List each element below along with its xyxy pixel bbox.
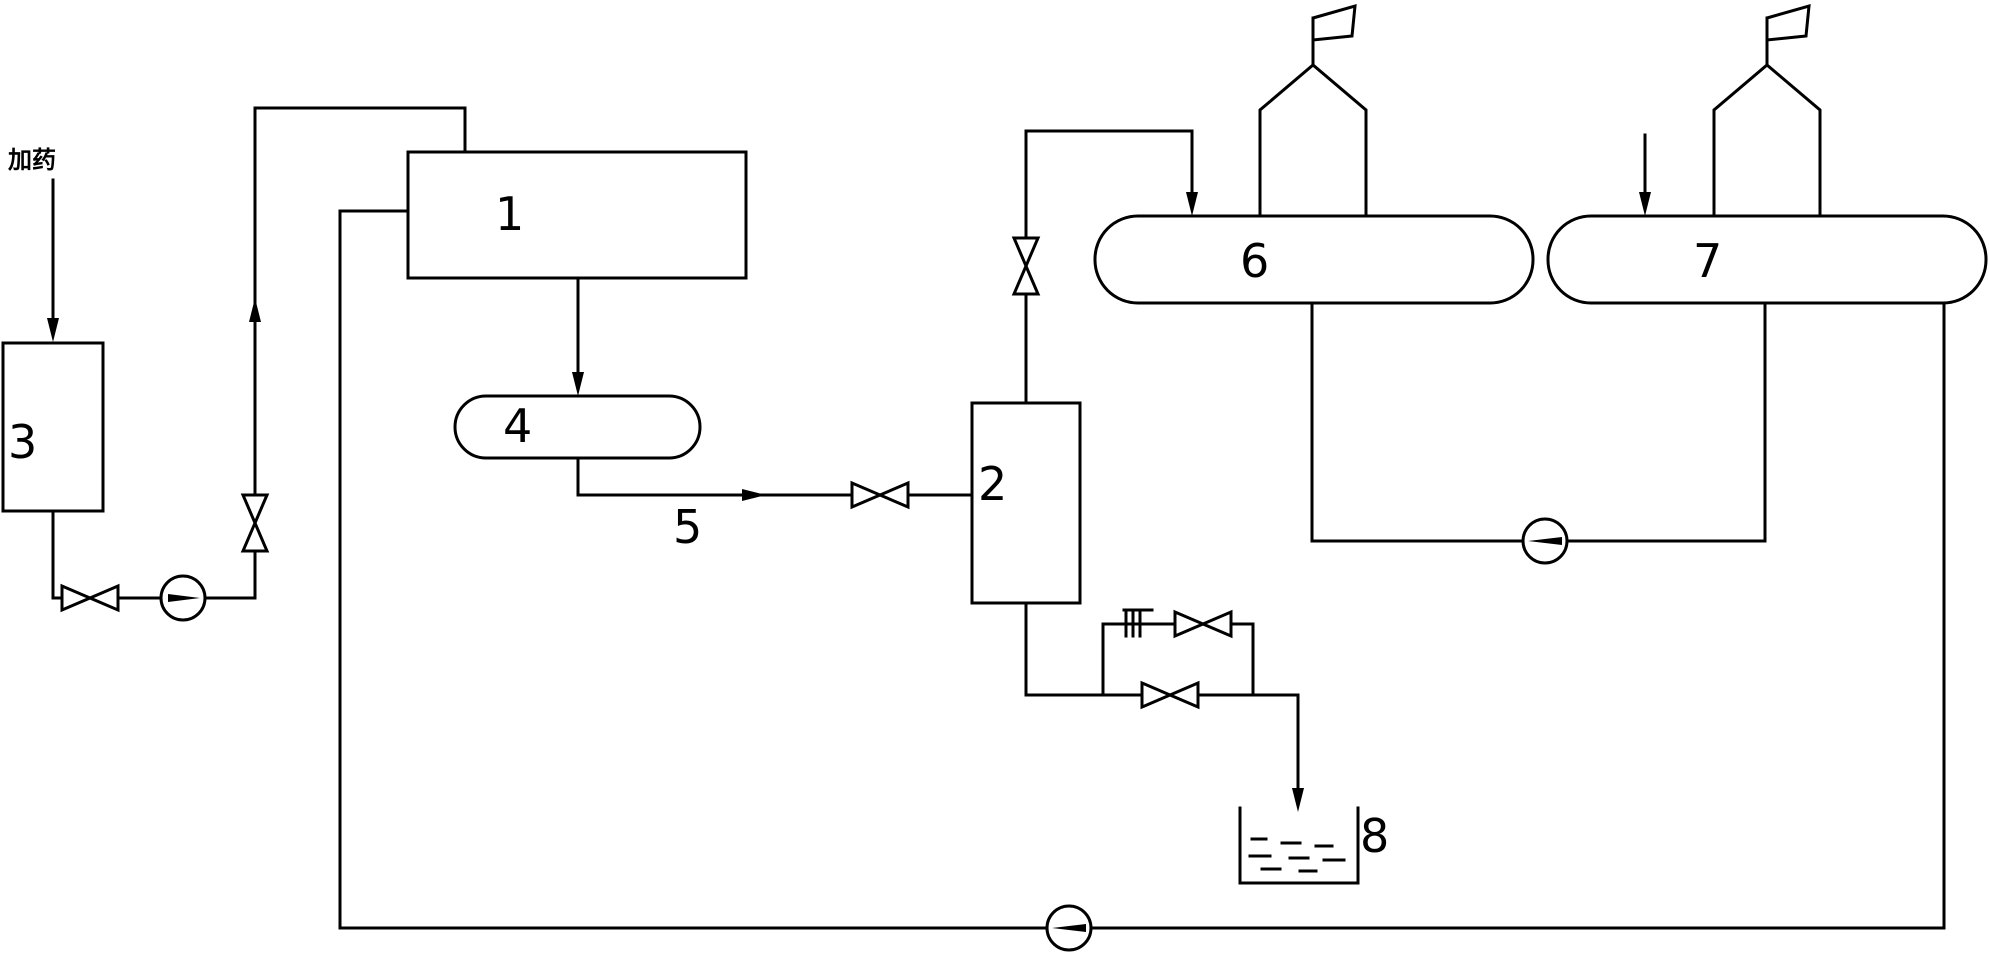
unit-1-label: 1 xyxy=(495,187,524,241)
unit-2-label: 2 xyxy=(978,457,1007,511)
drum-7 xyxy=(1546,214,1988,305)
pump-main-return xyxy=(1045,904,1093,952)
line-5 xyxy=(576,456,974,497)
line-5-label: 5 xyxy=(673,500,702,554)
valve-dosing-riser xyxy=(240,493,270,553)
unit-1 xyxy=(406,150,748,280)
arrow-to-vessel-6 xyxy=(1186,192,1198,216)
unit-2 xyxy=(970,401,1082,605)
valve-unit2-top xyxy=(1011,236,1041,296)
vessel-4 xyxy=(453,394,702,460)
pipe-loop-6-7 xyxy=(1310,301,1767,543)
arrow-unit1-to-4 xyxy=(572,372,584,396)
dosing-inlet-arrow xyxy=(47,318,59,342)
orifice-plate xyxy=(1122,608,1154,638)
valve-tank3-outlet xyxy=(60,583,120,613)
tank-8 xyxy=(1238,806,1360,885)
pump-dosing xyxy=(159,574,207,622)
valve-bypass-lower xyxy=(1140,680,1200,710)
drum-7-label: 7 xyxy=(1693,234,1722,288)
valve-bypass-upper xyxy=(1173,609,1233,639)
dosing-inlet-label: 加药 xyxy=(8,146,56,174)
arrow-dosing-riser xyxy=(249,298,261,322)
stack-7 xyxy=(1712,3,1822,217)
arrow-line-5 xyxy=(742,489,766,501)
drum-6 xyxy=(1093,214,1535,305)
pipe-main-return xyxy=(338,209,1946,930)
tank-8-label: 8 xyxy=(1360,809,1389,863)
tank-8-liquid xyxy=(1248,837,1346,873)
pump-loop-6-7 xyxy=(1521,517,1569,565)
drum-6-label: 6 xyxy=(1240,234,1269,288)
valve-line-5 xyxy=(850,480,910,510)
pipe-tank3-outlet xyxy=(51,106,467,600)
stack-6 xyxy=(1258,3,1368,217)
arrow-to-tank-8 xyxy=(1292,788,1304,812)
vessel-4-label: 4 xyxy=(503,399,532,453)
arrow-feed-drum-7 xyxy=(1639,192,1651,216)
tank-3-label: 3 xyxy=(8,415,37,469)
